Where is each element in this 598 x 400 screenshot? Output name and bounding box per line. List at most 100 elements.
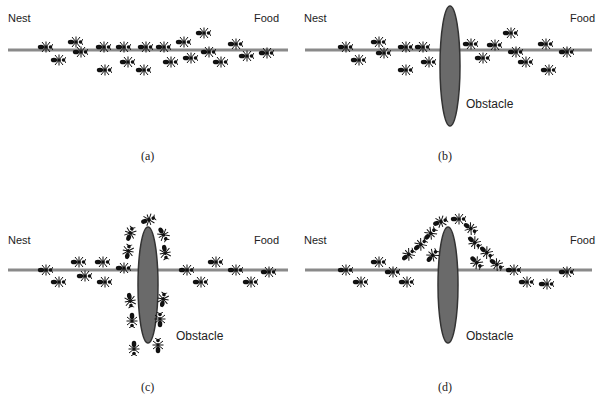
ant (97, 277, 112, 288)
ant (71, 257, 86, 268)
place-label: Nest (8, 234, 31, 246)
place-label: Nest (304, 234, 327, 246)
ant (338, 42, 353, 53)
ant (243, 277, 258, 288)
ant (95, 257, 110, 268)
ant (351, 55, 366, 66)
ant (73, 47, 88, 58)
ant (467, 253, 486, 272)
ant (371, 257, 386, 268)
ant (183, 53, 198, 64)
ant (415, 42, 430, 53)
ant (508, 47, 523, 58)
ant (116, 263, 131, 274)
ant (136, 65, 151, 76)
ant (38, 265, 53, 276)
obstacle-ellipse (138, 227, 158, 343)
ant (399, 277, 414, 288)
ant (196, 28, 211, 39)
ant (38, 42, 53, 53)
ant (153, 338, 164, 353)
ant (123, 292, 136, 309)
ant (156, 42, 171, 53)
ant (398, 42, 413, 53)
ant (138, 42, 153, 53)
ant (519, 277, 534, 288)
ant (518, 57, 533, 68)
ant (77, 271, 92, 282)
panel-label: (c) (141, 381, 154, 394)
ant (228, 265, 243, 276)
ant-group (38, 28, 274, 76)
place-label: Food (570, 234, 595, 246)
ant (539, 279, 554, 290)
ant (487, 40, 502, 51)
ant (461, 219, 480, 237)
ant (559, 267, 574, 278)
ant (261, 267, 276, 278)
ant (239, 51, 254, 62)
ant (121, 243, 134, 260)
place-label: Nest (304, 12, 327, 24)
ant (371, 37, 386, 48)
ant (421, 57, 436, 68)
ant-group (338, 28, 574, 76)
ant (538, 39, 553, 50)
ant (97, 65, 112, 76)
ant (463, 39, 478, 50)
ant (353, 277, 368, 288)
ant (127, 313, 138, 328)
ant (487, 255, 506, 273)
ant (398, 65, 413, 76)
ant (431, 214, 449, 230)
ant (158, 244, 171, 261)
ant (51, 55, 66, 66)
place-label: Food (570, 12, 595, 24)
ant (208, 257, 223, 268)
ant-group (38, 212, 276, 356)
ant (423, 246, 441, 265)
ant (259, 48, 274, 59)
panel-label: (a) (141, 150, 154, 163)
ant (176, 37, 191, 48)
obstacle-ellipse (438, 227, 458, 343)
ant (421, 224, 440, 243)
ant (451, 214, 466, 225)
ant (68, 37, 83, 48)
ant (96, 42, 111, 53)
ant (163, 57, 178, 68)
ant (201, 47, 216, 58)
panel-label: (d) (438, 381, 452, 394)
ant (179, 265, 194, 276)
ant (139, 212, 157, 228)
obstacle-ellipse (440, 6, 460, 126)
obstacle-label: Obstacle (466, 98, 513, 111)
ant (541, 65, 556, 76)
place-label: Food (254, 12, 279, 24)
obstacle-label: Obstacle (466, 330, 513, 343)
ant (122, 225, 138, 243)
ant (559, 47, 574, 58)
ant (228, 39, 243, 50)
ant (475, 53, 490, 64)
ant (155, 312, 166, 327)
place-label: Nest (8, 12, 31, 24)
ant (51, 277, 66, 288)
ant (193, 277, 208, 288)
ant (155, 225, 172, 244)
ant (116, 42, 131, 53)
ant (477, 243, 496, 261)
ant (338, 265, 353, 276)
panel-label: (b) (438, 150, 452, 163)
ant (506, 265, 521, 276)
ant (129, 341, 140, 356)
ant (213, 57, 228, 68)
ant (156, 291, 169, 308)
obstacle-label: Obstacle (176, 330, 223, 343)
ant (120, 57, 135, 68)
ant-group (338, 214, 574, 290)
ant (503, 28, 518, 39)
ant (376, 48, 391, 59)
place-label: Food (254, 234, 279, 246)
